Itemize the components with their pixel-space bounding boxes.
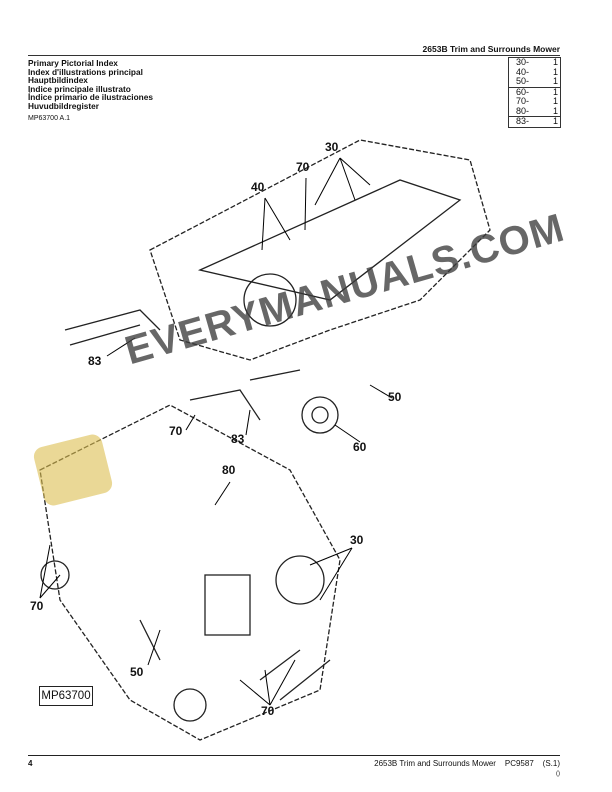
title-sv: Huvudbildregister — [28, 100, 99, 111]
callout-70: 70 — [30, 599, 44, 613]
page-ref: 1 — [552, 76, 558, 86]
wheel-60 — [301, 396, 339, 434]
page-ref: 1 — [552, 105, 558, 116]
section-code: 70- — [516, 96, 530, 106]
page-ref: 1 — [552, 57, 558, 67]
callout-70: 70 — [261, 704, 275, 718]
title-it: Indice principale illustrato — [28, 83, 131, 94]
title-de: Hauptbildindex — [28, 75, 88, 86]
callout-60: 60 — [353, 440, 367, 454]
index-row[interactable]: 83- 1 — [509, 116, 560, 127]
section-code: 80- — [516, 105, 530, 116]
page-ref: 1 — [552, 116, 558, 126]
upper-engine — [243, 273, 297, 327]
title-es: Índice primario de ilustraciones — [28, 92, 153, 103]
index-row[interactable]: 50- 1 — [509, 76, 560, 87]
index-row[interactable]: 80- 1 — [509, 105, 560, 117]
callout-83: 83 — [231, 432, 245, 446]
page-header: 2653B Trim and Surrounds Mower — [28, 44, 560, 56]
page-ref: 1 — [552, 66, 558, 77]
front-wheel — [173, 688, 207, 722]
callout-70: 70 — [296, 160, 310, 174]
callout-50: 50 — [130, 665, 144, 679]
callout-40: 40 — [251, 180, 265, 194]
index-row[interactable]: 70- 1 — [509, 96, 560, 107]
footer-text: 2653B Trim and Surrounds Mower PC9587 (S… — [374, 759, 560, 768]
lower-mower-body — [39, 404, 341, 741]
page-footer: 4 2653B Trim and Surrounds Mower PC9587 … — [28, 755, 560, 777]
leader-lines — [39, 157, 393, 706]
section-code: 50- — [516, 76, 530, 86]
footer-sub: () — [556, 771, 560, 777]
lower-wheel — [40, 560, 70, 590]
index-row[interactable]: 40- 1 — [509, 66, 560, 78]
wheel-hub — [311, 406, 329, 424]
callout-70: 70 — [169, 424, 183, 438]
section-code: 40- — [516, 66, 530, 77]
cutting-arms-83 — [64, 309, 301, 421]
page-number: 4 — [28, 759, 33, 768]
index-titles: Primary Pictorial Index Index d'illustra… — [28, 59, 153, 111]
lower-linkage — [139, 619, 331, 701]
watermark-logo-icon — [33, 434, 113, 506]
index-row[interactable]: 60- 1 — [509, 86, 560, 98]
section-code: 83- — [516, 116, 530, 126]
title-fr: Index d'illustrations principal — [28, 66, 143, 77]
section-index-table: 30- 1 40- 1 50- 1 60- 1 70- 1 80- 1 83- 1 — [508, 57, 561, 128]
upper-mower-body — [149, 139, 491, 361]
page-ref: 1 — [552, 86, 558, 97]
callout-30: 30 — [350, 533, 364, 547]
figure-id-box: MP63700 — [39, 686, 93, 706]
radiator — [204, 574, 251, 636]
lower-engine — [275, 555, 325, 605]
callout-83: 83 — [88, 354, 102, 368]
section-code: 60- — [516, 86, 530, 97]
upper-frame — [197, 179, 462, 301]
page-ref: 1 — [552, 96, 558, 106]
section-code: 30- — [516, 57, 530, 67]
callout-80: 80 — [222, 463, 236, 477]
figure-reference: MP63700 A.1 — [28, 115, 71, 122]
index-row[interactable]: 30- 1 — [509, 57, 560, 68]
callout-30: 30 — [325, 140, 339, 154]
title-en: Primary Pictorial Index — [28, 58, 118, 68]
callout-50: 50 — [388, 390, 402, 404]
